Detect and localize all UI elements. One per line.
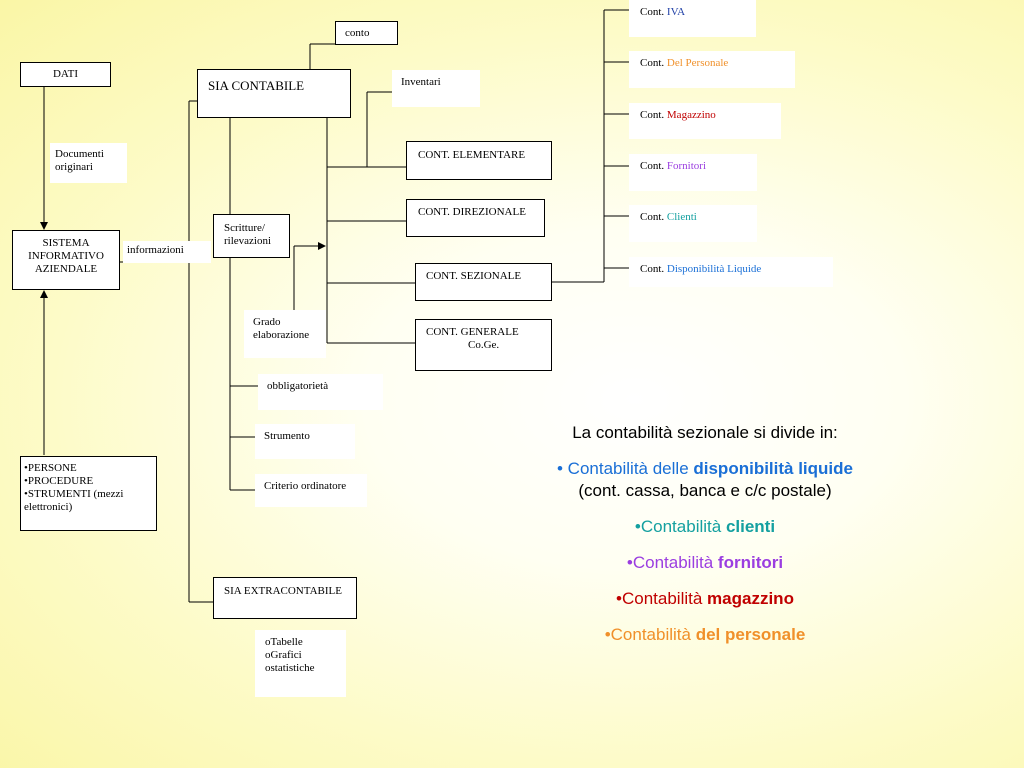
cont-generale-abbr: Co.Ge. xyxy=(468,339,500,351)
cont-generale-label: CONT. GENERALE xyxy=(426,326,519,338)
criterio-label-box: Criterio ordinatore xyxy=(255,474,367,507)
documenti-label: Documenti originari xyxy=(55,148,104,173)
sub-account-name: Magazzino xyxy=(666,109,716,121)
sub-account-clienti: Cont. Clienti xyxy=(629,205,757,242)
sia-extracontabile-box: SIA EXTRACONTABILE xyxy=(213,577,357,619)
summary-line-magazzino: •Contabilità magazzino xyxy=(520,588,890,610)
sub-account-personale: Cont. Del Personale xyxy=(629,51,795,88)
sub-account-name: IVA xyxy=(666,6,686,18)
inventari-label: Inventari xyxy=(401,76,441,88)
grado-label-box: Grado elaborazione xyxy=(244,310,326,358)
summary-line-personale: •Contabilità del personale xyxy=(520,624,890,646)
cont-sezionale-box: CONT. SEZIONALE xyxy=(415,263,552,301)
magazzino-prefix: •Contabilità xyxy=(616,589,708,608)
obbligatorieta-label: obbligatorietà xyxy=(267,380,329,392)
cont-elementare-box: CONT. ELEMENTARE xyxy=(406,141,552,180)
informazioni-label-box: informazioni xyxy=(123,241,211,263)
summary-line-fornitori: •Contabilità fornitori xyxy=(520,552,890,574)
procedure-item: •PROCEDURE xyxy=(24,475,94,487)
personale-prefix: •Contabilità xyxy=(604,625,696,644)
cont-generale-box: CONT. GENERALE Co.Ge. xyxy=(415,319,552,371)
conto-label: conto xyxy=(345,27,370,39)
sub-account-prefix: Cont. xyxy=(640,57,665,69)
persone-box: •PERSONE •PROCEDURE •STRUMENTI (mezzi el… xyxy=(20,456,157,531)
sia-contabile-box: SIA CONTABILE xyxy=(197,69,351,118)
sub-account-prefix: Cont. xyxy=(640,109,665,121)
clienti-bold: clienti xyxy=(725,517,776,536)
scritture-box: Scritture/ rilevazioni xyxy=(213,214,290,258)
liquide-detail: (cont. cassa, banca e c/c postale) xyxy=(578,481,832,500)
sub-account-name: Fornitori xyxy=(666,160,707,172)
documenti-label-box: Documenti originari xyxy=(50,143,127,183)
sub-account-name: Disponibilità Liquide xyxy=(666,263,762,275)
sia-contabile-label: SIA CONTABILE xyxy=(208,78,305,93)
sub-account-prefix: Cont. xyxy=(640,263,665,275)
liquide-bold: disponibilità liquide xyxy=(693,459,853,478)
sub-account-prefix: Cont. xyxy=(640,211,665,223)
inventari-label-box: Inventari xyxy=(392,70,480,107)
summary-panel: La contabilità sezionale si divide in: •… xyxy=(520,422,890,660)
persone-item: •PERSONE xyxy=(24,462,77,474)
sub-account-name: Clienti xyxy=(666,211,697,223)
criterio-label: Criterio ordinatore xyxy=(264,480,347,492)
sub-account-name: Del Personale xyxy=(666,57,729,69)
strumento-label-box: Strumento xyxy=(255,424,355,459)
sistema-label: SISTEMA INFORMATIVO AZIENDALE xyxy=(28,237,104,275)
fornitori-prefix: •Contabilità xyxy=(626,553,718,572)
cont-elementare-label: CONT. ELEMENTARE xyxy=(418,149,526,161)
liquide-prefix: • Contabilità delle xyxy=(557,459,694,478)
clienti-prefix: •Contabilità xyxy=(634,517,726,536)
sub-account-fornitori: Cont. Fornitori xyxy=(629,154,757,191)
scritture-label: Scritture/ rilevazioni xyxy=(224,222,272,247)
cont-direzionale-label: CONT. DIREZIONALE xyxy=(418,206,526,218)
sub-account-magazzino: Cont. Magazzino xyxy=(629,103,781,139)
sistema-informativo-box: SISTEMA INFORMATIVO AZIENDALE xyxy=(12,230,120,290)
summary-line-liquide: • Contabilità delle disponibilità liquid… xyxy=(520,458,890,502)
obbligatorieta-label-box: obbligatorietà xyxy=(258,374,383,410)
summary-intro: La contabilità sezionale si divide in: xyxy=(572,423,838,442)
cont-direzionale-box: CONT. DIREZIONALE xyxy=(406,199,545,237)
grado-label: Grado elaborazione xyxy=(253,316,310,341)
fornitori-bold: fornitori xyxy=(717,553,784,572)
strumento-label: Strumento xyxy=(264,430,310,442)
sub-account-prefix: Cont. xyxy=(640,160,665,172)
sub-account-iva: Cont. IVA xyxy=(629,0,756,37)
personale-bold: del personale xyxy=(695,625,806,644)
cont-sezionale-label: CONT. SEZIONALE xyxy=(426,270,522,282)
sia-extracontabile-label: SIA EXTRACONTABILE xyxy=(224,585,342,597)
strumenti-item: •STRUMENTI (mezzi elettronici) xyxy=(24,488,124,513)
magazzino-bold: magazzino xyxy=(707,589,794,608)
informazioni-label: informazioni xyxy=(127,244,184,256)
statistiche-item: ostatistiche xyxy=(265,662,315,674)
tabelle-item: oTabelle xyxy=(265,636,303,648)
grafici-item: oGrafici xyxy=(265,649,302,661)
summary-line-clienti: •Contabilità clienti xyxy=(520,516,890,538)
sub-account-prefix: Cont. xyxy=(640,6,665,18)
dati-label: DATI xyxy=(52,68,79,80)
dati-box: DATI xyxy=(20,62,111,87)
conto-box: conto xyxy=(335,21,398,45)
extra-items-box: oTabelle oGrafici ostatistiche xyxy=(255,630,346,697)
sub-account-liquide: Cont. Disponibilità Liquide xyxy=(629,257,833,287)
